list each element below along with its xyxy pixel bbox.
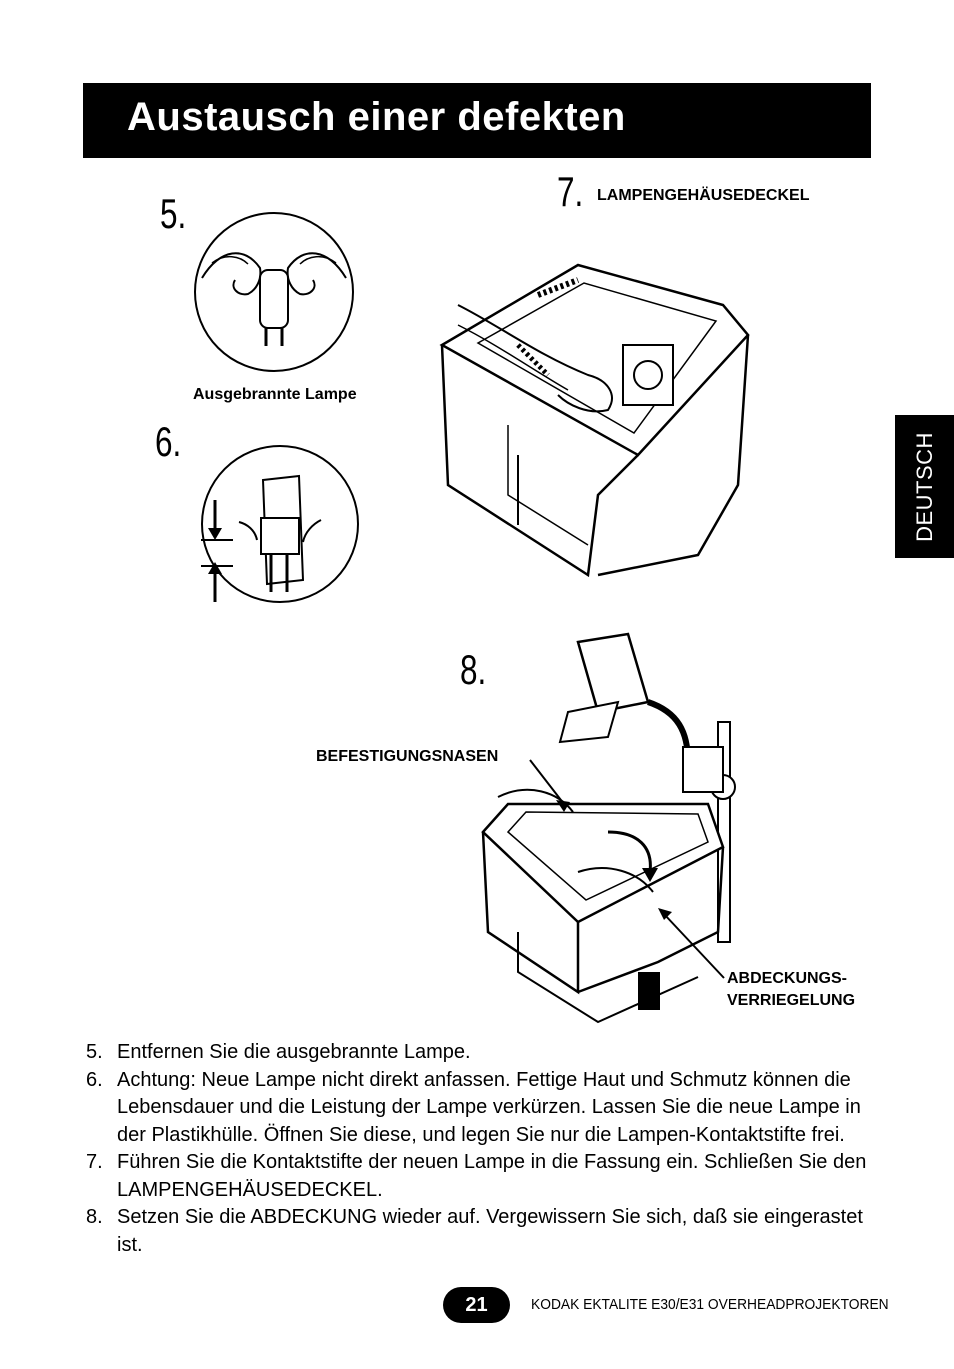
- figure-step-5-number: 5.: [160, 190, 187, 237]
- instruction-list: 5. Entfernen Sie die ausgebrannte Lampe.…: [86, 1039, 886, 1259]
- list-item-text: Führen Sie die Kontaktstifte der neuen L…: [117, 1151, 867, 1201]
- list-item-number: 8.: [86, 1206, 103, 1228]
- label-cover-lock-line-1: ABDECKUNGS-: [727, 970, 847, 987]
- list-item: 8. Setzen Sie die ABDECKUNG wieder auf. …: [86, 1204, 886, 1259]
- page-title: Austausch einer defekten: [127, 95, 626, 139]
- list-item: 5. Entfernen Sie die ausgebrannte Lampe.: [86, 1039, 886, 1067]
- label-cover-lock: ABDECKUNGS- VERRIEGELUNG: [727, 968, 855, 1012]
- new-lamp-in-sleeve-illustration: [201, 445, 359, 603]
- list-item-number: 7.: [86, 1151, 103, 1173]
- list-item-text: Entfernen Sie die ausgebrannte Lampe.: [117, 1041, 471, 1063]
- list-item: 6. Achtung: Neue Lampe nicht direkt anfa…: [86, 1067, 886, 1150]
- footer-product-name: KODAK EKTALITE E30/E31 OVERHEADPROJEKTOR…: [531, 1296, 889, 1313]
- list-item-text: Setzen Sie die ABDECKUNG wieder auf. Ver…: [117, 1206, 863, 1256]
- label-mounting-tabs: BEFESTIGUNGSNASEN: [316, 748, 499, 765]
- figure-step-8-number: 8.: [460, 646, 487, 693]
- language-tab-label: DEUTSCH: [911, 431, 937, 542]
- list-item-number: 6.: [86, 1068, 103, 1091]
- projector-cover-illustration: [481, 632, 736, 1024]
- list-item-number: 5.: [86, 1041, 103, 1063]
- list-item-text: Achtung: Neue Lampe nicht direkt anfasse…: [117, 1068, 861, 1146]
- language-tab: DEUTSCH: [895, 415, 954, 558]
- label-cover-lock-line-2: VERRIEGELUNG: [727, 992, 856, 1009]
- lamp-housing-illustration: [439, 263, 750, 577]
- lamp-removal-illustration: [194, 212, 354, 372]
- title-bar: Austausch einer defekten: [83, 83, 871, 158]
- list-item: 7. Führen Sie die Kontaktstifte der neue…: [86, 1149, 886, 1204]
- figure-step-7-number: 7.: [557, 168, 584, 215]
- caption-burnt-lamp: Ausgebrannte Lampe: [193, 386, 357, 403]
- label-lamp-housing-cover: LAMPENGEHÄUSEDECKEL: [597, 187, 810, 204]
- page-number: 21: [443, 1287, 510, 1323]
- figure-step-6-number: 6.: [155, 418, 182, 465]
